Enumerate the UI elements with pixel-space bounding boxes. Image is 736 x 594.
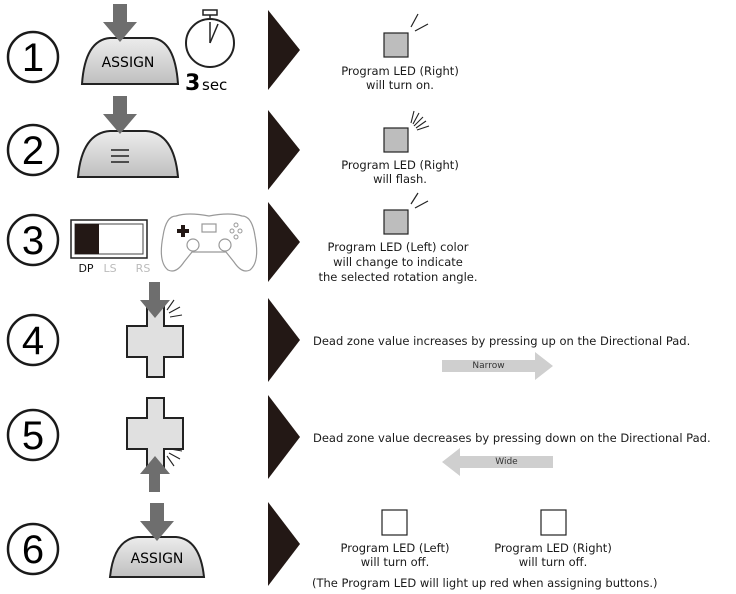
result-triangle-icon [268, 110, 300, 190]
led-left-color-icon [383, 209, 409, 235]
wide-arrow-icon [442, 448, 553, 476]
step-6-left-led-line-1: Program LED (Left) [340, 541, 450, 555]
result-triangle-icon [268, 10, 300, 90]
step-2: 2 [6, 96, 430, 190]
controller-icon [160, 213, 258, 272]
result-triangle-icon [268, 395, 300, 479]
switch-label-rs: RS [136, 262, 151, 275]
press-down-arrow-icon [140, 456, 170, 492]
press-arrow-icon [103, 96, 137, 134]
step-number: 3 [22, 219, 44, 263]
led-flash-icon [410, 110, 430, 131]
step-3: 3 DP LS RS [6, 192, 429, 282]
step-4-result-text: Dead zone value increases by pressing up… [313, 334, 691, 348]
timer-unit: sec [202, 76, 227, 94]
led-glow-icon [410, 192, 429, 209]
step-1-result-line-1: Program LED (Right) [341, 64, 459, 78]
mode-switch-icon [70, 219, 148, 259]
assign-button-icon [80, 37, 180, 85]
step-number-circle [6, 522, 60, 576]
step-number-circle [6, 408, 60, 462]
step-number-circle [6, 30, 60, 84]
press-lines-icon [166, 299, 183, 318]
led-right-on-icon [383, 32, 409, 58]
timer-value: 3 [185, 71, 200, 96]
step-4: 4 [6, 282, 553, 382]
assign-button-icon [108, 536, 206, 578]
result-triangle-icon [268, 502, 300, 586]
step-6-right-led-line-1: Program LED (Right) [494, 541, 612, 555]
step-6-footnote: (The Program LED will light up red when … [312, 576, 658, 590]
press-arrow-icon [140, 503, 174, 541]
assign-button-label: ASSIGN [131, 551, 184, 567]
menu-icon [111, 149, 129, 163]
step-1: 1 ASSIGN 3 sec [6, 4, 429, 96]
switch-label-ls: LS [103, 262, 116, 275]
step-6: 6 ASSIGN [6, 502, 567, 586]
result-triangle-icon [268, 202, 300, 282]
step-6-left-led-line-2: will turn off. [360, 555, 430, 569]
switch-label-dp: DP [78, 262, 93, 275]
dpad-icon [126, 305, 184, 378]
press-up-arrow-icon [140, 282, 170, 318]
led-left-off-icon [381, 509, 408, 536]
step-5-result-text: Dead zone value decreases by pressing do… [313, 431, 711, 445]
step-6-right-led-line-2: will turn off. [518, 555, 588, 569]
face-buttons-icon [229, 222, 243, 240]
step-number-circle [6, 213, 60, 267]
press-lines-icon [166, 448, 183, 467]
step-number-circle [6, 123, 60, 177]
step-number: 6 [22, 528, 44, 572]
press-arrow-icon [103, 4, 137, 42]
step-number: 5 [22, 414, 44, 458]
led-glow-icon [410, 13, 429, 32]
options-button-icon [76, 130, 180, 178]
led-right-off-icon [540, 509, 567, 536]
step-2-result-line-1: Program LED (Right) [341, 158, 459, 172]
step-2-result-line-2: will flash. [373, 172, 427, 186]
result-triangle-icon [268, 298, 300, 382]
step-number-circle [6, 313, 60, 367]
wide-label: Wide [495, 457, 518, 467]
step-5: 5 [6, 395, 553, 492]
step-3-result-line-1: Program LED (Left) color [327, 240, 469, 254]
narrow-label: Narrow [472, 361, 505, 371]
step-3-result-line-2: will change to indicate [333, 255, 463, 269]
narrow-arrow-icon [442, 352, 553, 380]
step-number: 1 [22, 36, 44, 80]
step-3-result-line-3: the selected rotation angle. [318, 270, 478, 284]
dpad-highlight-icon [177, 225, 189, 237]
led-right-flash-icon [383, 127, 409, 153]
assign-button-label: ASSIGN [102, 55, 155, 71]
stopwatch-icon [185, 9, 235, 68]
step-number: 4 [22, 319, 44, 363]
step-1-result-line-2: will turn on. [366, 78, 434, 92]
step-number: 2 [22, 129, 44, 173]
